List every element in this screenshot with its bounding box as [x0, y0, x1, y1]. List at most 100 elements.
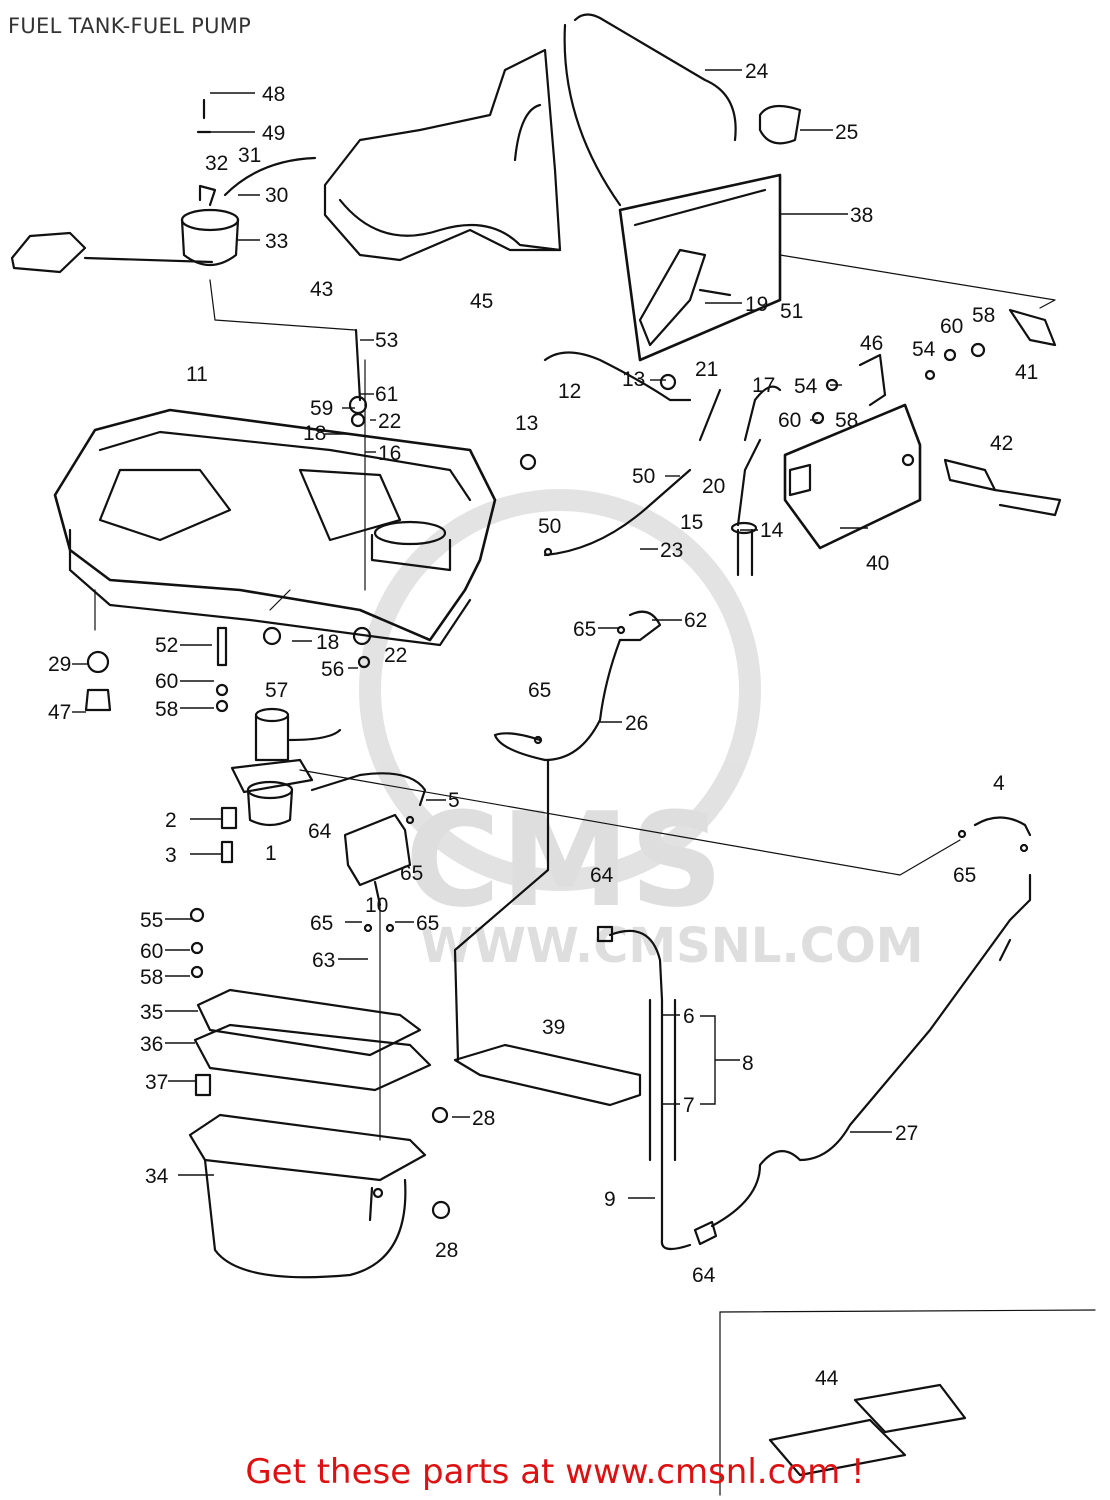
- splash-pan: [453, 1043, 642, 1107]
- parts-line-art: [10, 13, 1096, 1496]
- callout-27: 27: [895, 1122, 918, 1145]
- callout-14: 14: [760, 519, 784, 542]
- callout-28: 28: [435, 1239, 458, 1262]
- callout-13: 13: [622, 368, 645, 391]
- watermark-brand: CMS: [405, 784, 723, 936]
- callout-65: 65: [416, 912, 439, 935]
- callout-1: 1: [265, 842, 277, 865]
- callout-58: 58: [155, 698, 178, 721]
- floor-mats: [768, 1383, 967, 1477]
- callout-9: 9: [604, 1188, 616, 1211]
- callout-18: 18: [316, 631, 339, 654]
- callout-5: 5: [448, 789, 460, 812]
- callout-30: 30: [265, 184, 288, 207]
- callout-61: 61: [375, 383, 398, 406]
- callout-52: 52: [155, 634, 178, 657]
- callout-50: 50: [632, 465, 655, 488]
- callout-17: 17: [752, 374, 775, 397]
- callout-62: 62: [684, 609, 707, 632]
- heat-shield: [323, 48, 562, 262]
- callout-29: 29: [48, 653, 71, 676]
- callout-53: 53: [375, 329, 398, 352]
- callout-54: 54: [912, 338, 936, 361]
- callout-40: 40: [866, 552, 889, 575]
- callout-26: 26: [625, 712, 648, 735]
- callout-63: 63: [312, 949, 335, 972]
- callout-59: 59: [310, 397, 333, 420]
- callout-11: 11: [186, 363, 208, 386]
- filler-neck: [563, 13, 802, 362]
- callout-19: 19: [745, 293, 768, 316]
- callout-4: 4: [993, 772, 1005, 795]
- callout-7: 7: [683, 1094, 695, 1117]
- callout-23: 23: [660, 539, 683, 562]
- callout-2: 2: [165, 809, 177, 832]
- callout-22: 22: [378, 410, 401, 433]
- callout-16: 16: [378, 442, 401, 465]
- bracket-6-7-8: [700, 1015, 740, 1105]
- leader-lines: [94, 254, 1096, 1496]
- callout-65: 65: [400, 862, 423, 885]
- callout-65: 65: [573, 618, 596, 641]
- fuel-lines: [453, 351, 782, 1062]
- small-fasteners: [84, 328, 1029, 1220]
- callout-60: 60: [140, 940, 163, 963]
- callout-34: 34: [145, 1165, 169, 1188]
- page-title: FUEL TANK-FUEL PUMP: [8, 14, 252, 38]
- callout-56: 56: [321, 658, 344, 681]
- callout-54: 54: [794, 375, 818, 398]
- callout-48: 48: [262, 83, 285, 106]
- fuel-pump: [220, 707, 427, 864]
- callout-8: 8: [742, 1052, 754, 1075]
- callout-33: 33: [265, 230, 288, 253]
- callout-31: 31: [238, 144, 261, 167]
- callout-60: 60: [778, 409, 801, 432]
- callout-37: 37: [145, 1071, 168, 1094]
- callout-55: 55: [140, 909, 163, 932]
- callout-13: 13: [515, 412, 538, 435]
- callout-60: 60: [155, 670, 178, 693]
- callout-22: 22: [384, 644, 407, 667]
- callout-3: 3: [165, 844, 177, 867]
- callout-65: 65: [528, 679, 551, 702]
- callout-49: 49: [262, 122, 285, 145]
- callout-38: 38: [850, 204, 873, 227]
- callout-36: 36: [140, 1033, 163, 1056]
- callout-25: 25: [835, 121, 858, 144]
- callout-41: 41: [1015, 361, 1038, 384]
- callout-44: 44: [815, 1367, 839, 1390]
- callout-20: 20: [702, 475, 725, 498]
- footer-link[interactable]: Get these parts at www.cmsnl.com !: [245, 1452, 865, 1492]
- callout-64: 64: [692, 1264, 716, 1287]
- callout-65: 65: [953, 864, 976, 887]
- callout-64: 64: [308, 820, 332, 843]
- callout-64: 64: [590, 864, 614, 887]
- callout-12: 12: [558, 380, 581, 403]
- callout-21: 21: [695, 358, 718, 381]
- callout-18: 18: [303, 422, 326, 445]
- callout-35: 35: [140, 1001, 163, 1024]
- fuel-tank-body: [53, 408, 497, 647]
- callout-58: 58: [140, 966, 163, 989]
- callout-58: 58: [972, 304, 995, 327]
- callout-15: 15: [680, 511, 703, 534]
- tank-tray: [188, 988, 432, 1279]
- callout-42: 42: [990, 432, 1013, 455]
- callout-51: 51: [780, 300, 803, 323]
- pipe-27: [710, 816, 1032, 1228]
- callout-46: 46: [860, 332, 883, 355]
- watermark-url: WWW.CMSNL.COM: [420, 918, 924, 974]
- callout-47: 47: [48, 701, 71, 724]
- callout-57: 57: [265, 679, 288, 702]
- filler-lid: [783, 308, 1062, 550]
- callout-39: 39: [542, 1016, 565, 1039]
- callout-24: 24: [745, 60, 769, 83]
- callout-50: 50: [538, 515, 561, 538]
- hose-assembly: [596, 925, 718, 1251]
- callout-10: 10: [365, 894, 388, 917]
- fuel-gauge-sender: [10, 98, 317, 274]
- watermark-logo: CMS WWW.CMSNL.COM: [359, 489, 924, 974]
- callout-58: 58: [835, 409, 858, 432]
